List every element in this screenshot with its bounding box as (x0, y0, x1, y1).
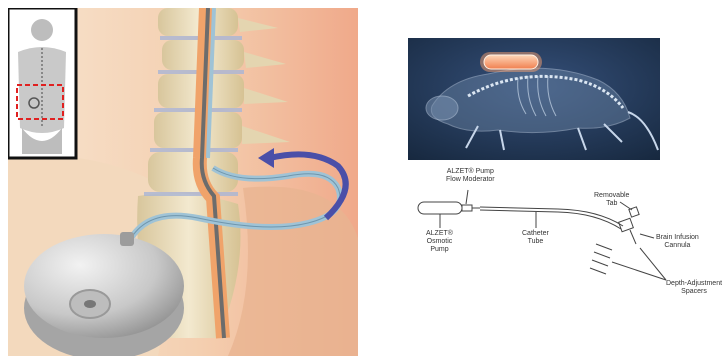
body-silhouette-inset (8, 8, 76, 158)
brain-infusion-cannula-label: Brain Infusion Cannula (656, 234, 699, 250)
osmotic-pump-label-line3: Pump (426, 246, 453, 254)
osmotic-pump-label-line2: Osmotic (426, 238, 453, 246)
catheter-tube-shape (480, 207, 623, 226)
flow-moderator-label-line2: Flow Moderator (446, 176, 495, 184)
osmotic-pump-label-line1: ALZET® (426, 230, 453, 238)
spinal-implant-illustration (8, 8, 358, 356)
alzet-schematic: ALZET® Pump Flow Moderator Removable Tab… (408, 168, 728, 318)
removable-tab-label: Removable Tab (594, 192, 629, 208)
flow-moderator-shape (462, 205, 472, 211)
catheter-tube-label-line2: Tube (522, 238, 549, 246)
mouse-head (426, 96, 458, 120)
muscle-region (228, 187, 358, 356)
depth-adjustment-spacers-label-line2: Spacers (666, 288, 722, 296)
flow-moderator-label: ALZET® Pump Flow Moderator (446, 168, 495, 184)
brain-infusion-cannula-label-line2: Cannula (656, 242, 699, 250)
flow-moderator-label-line1: ALZET® Pump (446, 168, 495, 176)
mouse-xray-svg (408, 38, 660, 160)
implanted-pump-glow (484, 55, 538, 69)
brain-infusion-cannula-label-line1: Brain Infusion (656, 234, 699, 242)
depth-adjustment-spacers-label-line1: Depth-Adjustment (666, 280, 722, 288)
spinal-illustration-svg (8, 8, 358, 356)
implanted-pump (24, 232, 184, 356)
cannula-needle (630, 230, 636, 244)
catheter-tube-label-line1: Catheter (522, 230, 549, 238)
osmotic-pump-shape (418, 202, 462, 214)
osmotic-pump-label: ALZET® Osmotic Pump (426, 230, 453, 254)
mouse-xray-image (408, 38, 660, 160)
depth-adjustment-spacers-label: Depth-Adjustment Spacers (666, 280, 722, 296)
removable-tab-label-line2: Tab (594, 200, 629, 208)
catheter-tube-label: Catheter Tube (522, 230, 549, 246)
removable-tab-label-line1: Removable (594, 192, 629, 200)
spacers-shape (590, 244, 612, 274)
